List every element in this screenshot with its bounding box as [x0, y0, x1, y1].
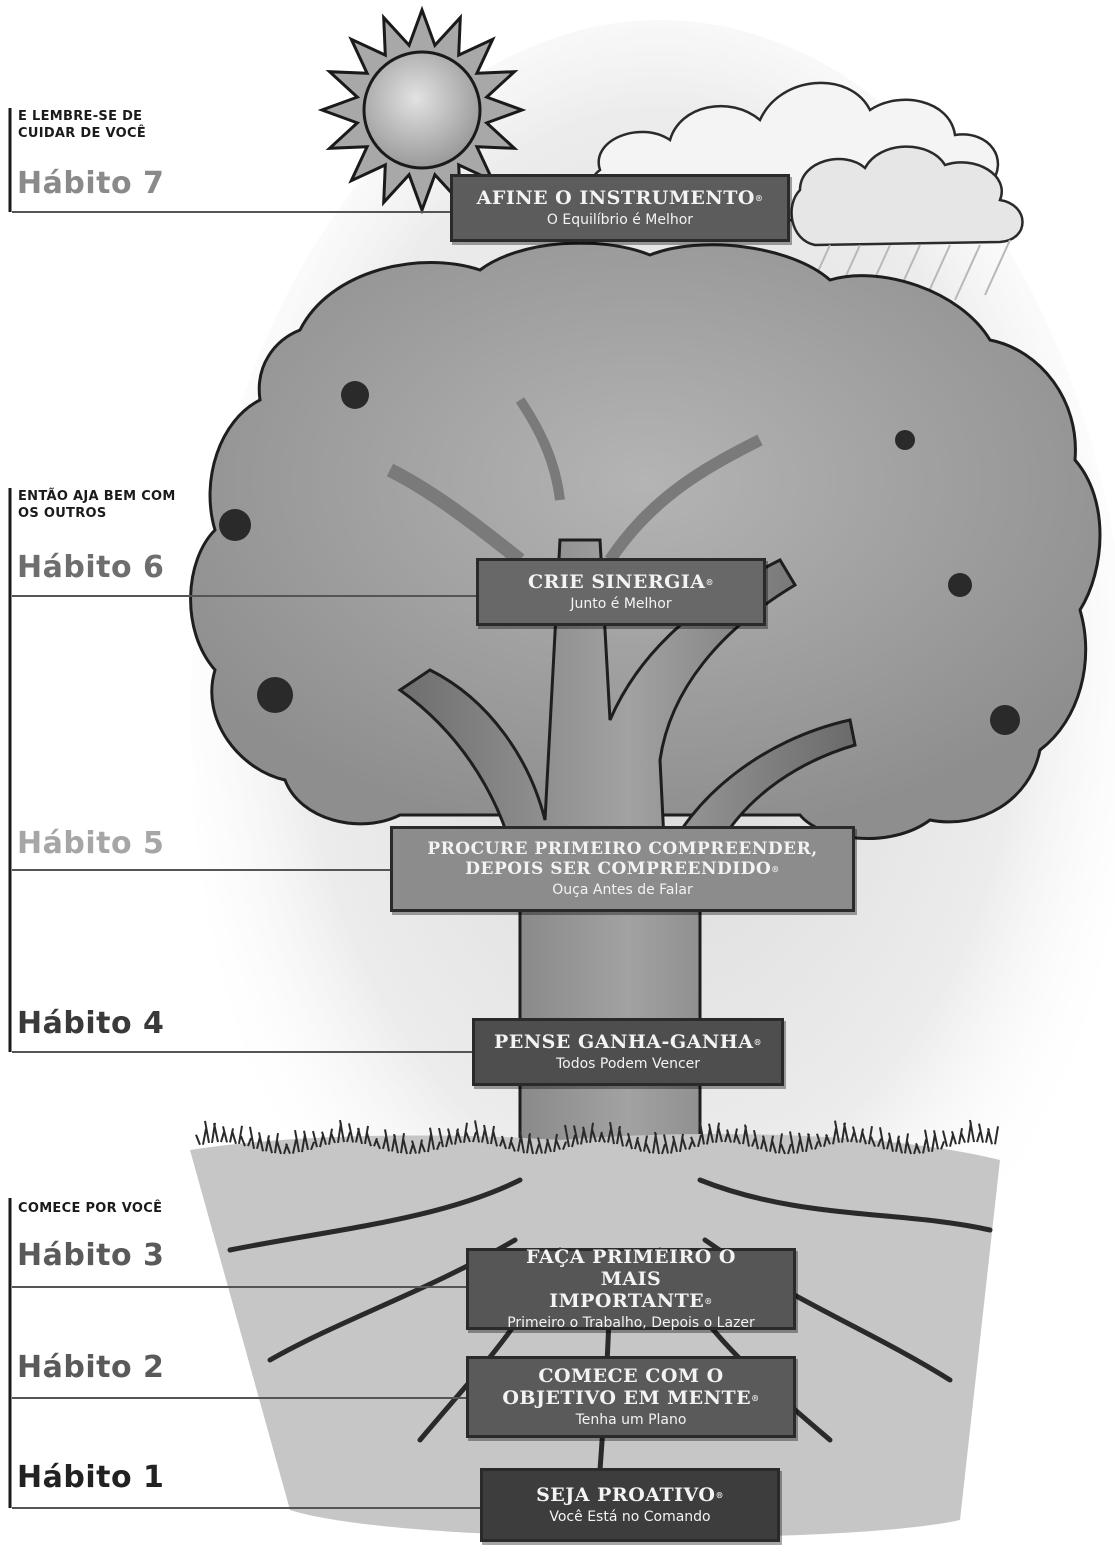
- group-label-renewal: E LEMBRE-SE DE CUIDAR DE VOCÊ: [18, 108, 188, 142]
- habit-3-label: Hábito 3: [17, 1238, 164, 1273]
- habit-2-label: Hábito 2: [17, 1350, 164, 1385]
- habit-5-label: Hábito 5: [17, 826, 164, 861]
- group-label-private-victory: COMECE POR VOCÊ: [18, 1200, 218, 1217]
- habit-7-sign: AFINE O INSTRUMENTO® O Equilíbrio é Melh…: [450, 174, 790, 242]
- habit-1-title: SEJA PROATIVO®: [536, 1484, 724, 1506]
- habit-1-label: Hábito 1: [17, 1460, 164, 1495]
- habit-2-subtitle: Tenha um Plano: [576, 1411, 687, 1429]
- habit-6-sign: CRIE SINERGIA® Junto é Melhor: [476, 558, 766, 626]
- habit-4-subtitle: Todos Podem Vencer: [556, 1055, 700, 1073]
- habit-6-subtitle: Junto é Melhor: [570, 595, 671, 613]
- habit-3-sign: FAÇA PRIMEIRO O MAIS IMPORTANTE® Primeir…: [466, 1248, 796, 1330]
- habit-2-sign: COMECE COM O OBJETIVO EM MENTE® Tenha um…: [466, 1356, 796, 1438]
- habit-6-label: Hábito 6: [17, 550, 164, 585]
- habit-2-title: COMECE COM O OBJETIVO EM MENTE®: [481, 1365, 781, 1409]
- habit-1-sign: SEJA PROATIVO® Você Está no Comando: [480, 1468, 780, 1542]
- habit-5-title: PROCURE PRIMEIRO COMPREENDER, DEPOIS SER…: [413, 839, 833, 879]
- habit-4-sign: PENSE GANHA-GANHA® Todos Podem Vencer: [472, 1018, 784, 1086]
- habit-7-title: AFINE O INSTRUMENTO®: [477, 187, 764, 209]
- habit-4-label: Hábito 4: [17, 1006, 164, 1041]
- habit-6-title: CRIE SINERGIA®: [528, 571, 714, 593]
- habit-4-title: PENSE GANHA-GANHA®: [494, 1031, 762, 1053]
- habit-3-subtitle: Primeiro o Trabalho, Depois o Lazer: [507, 1314, 755, 1332]
- habit-5-subtitle: Ouça Antes de Falar: [552, 881, 692, 899]
- group-label-public-victory: ENTÃO AJA BEM COM OS OUTROS: [18, 488, 178, 522]
- habit-1-subtitle: Você Está no Comando: [549, 1508, 710, 1526]
- habit-7-label: Hábito 7: [17, 166, 164, 201]
- habit-7-subtitle: O Equilíbrio é Melhor: [547, 211, 693, 229]
- habit-3-title: FAÇA PRIMEIRO O MAIS IMPORTANTE®: [516, 1246, 746, 1312]
- habit-5-sign: PROCURE PRIMEIRO COMPREENDER, DEPOIS SER…: [390, 826, 855, 912]
